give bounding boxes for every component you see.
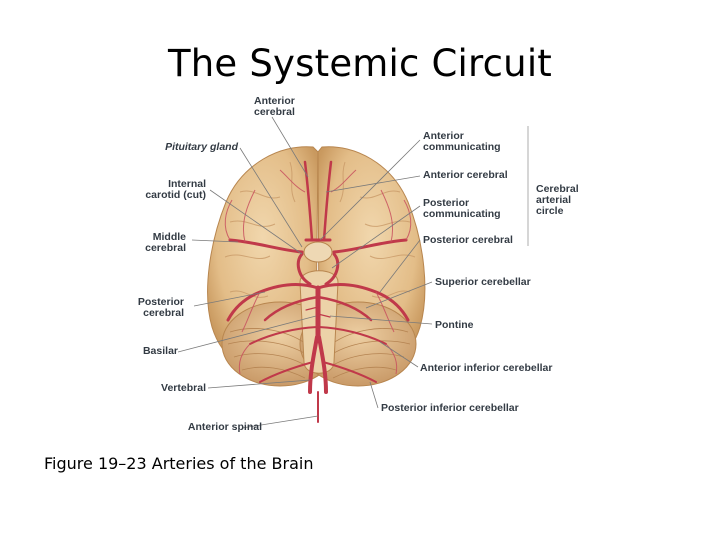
figure-caption: Figure 19–23 Arteries of the Brain bbox=[44, 454, 314, 473]
label-superior-cerebellar: Superior cerebellar bbox=[435, 276, 531, 288]
leader-lines bbox=[177, 116, 433, 429]
label-posterior-communicating: Posterior communicating bbox=[423, 197, 501, 220]
label-basilar: Basilar bbox=[142, 345, 178, 357]
label-anterior-inferior-cerebellar: Anterior inferior cerebellar bbox=[420, 362, 553, 374]
brain-illustration bbox=[177, 116, 529, 429]
pituitary-area bbox=[303, 241, 333, 263]
slide-title: The Systemic Circuit bbox=[167, 42, 553, 85]
label-anterior-cerebral-right: Anterior cerebral bbox=[423, 169, 508, 181]
label-cerebral-arterial-circle: Cerebral arterial circle bbox=[536, 183, 579, 217]
label-middle-cerebral-left: Middle cerebral bbox=[145, 231, 186, 254]
label-posterior-inferior-cerebellar: Posterior inferior cerebellar bbox=[381, 402, 519, 414]
label-vertebral: Vertebral bbox=[161, 382, 206, 394]
label-anterior-cerebral-top: Anterior cerebral bbox=[254, 95, 295, 118]
label-posterior-cerebral-left: Posterior cerebral bbox=[137, 296, 184, 319]
label-anterior-spinal: Anterior spinal bbox=[187, 421, 262, 433]
brain-arteries-figure: Pituitary gland Internal carotid (cut) M… bbox=[130, 92, 590, 442]
label-posterior-cerebral-right: Posterior cerebral bbox=[423, 234, 513, 246]
label-pontine: Pontine bbox=[435, 319, 474, 331]
label-anterior-communicating: Anterior communicating bbox=[423, 130, 501, 153]
label-pituitary-gland: Pituitary gland bbox=[165, 141, 238, 153]
artery-network bbox=[226, 160, 410, 423]
label-internal-carotid: Internal carotid (cut) bbox=[145, 178, 206, 201]
artery-branches bbox=[224, 169, 412, 375]
